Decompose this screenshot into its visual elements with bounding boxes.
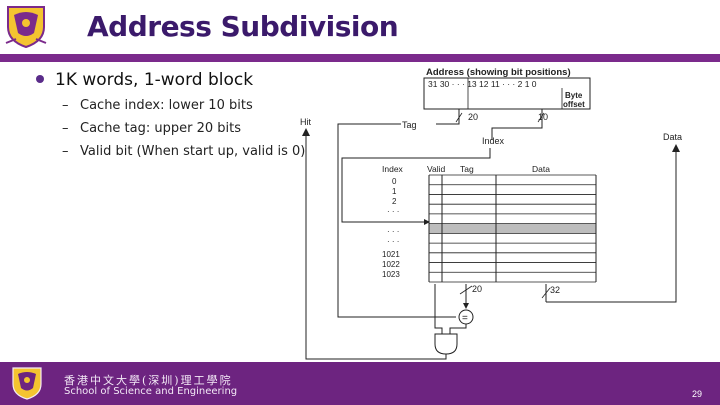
- address-label: Address (showing bit positions): [426, 67, 571, 78]
- table-header-data: Data: [532, 164, 550, 174]
- sub-bullet-index: –Cache index: lower 10 bits: [62, 98, 253, 113]
- header-divider: [0, 54, 720, 62]
- svg-text:offset: offset: [563, 100, 585, 109]
- hit-label: Hit: [300, 117, 311, 127]
- university-logo-icon: [5, 6, 47, 49]
- index-label: Index: [482, 136, 505, 146]
- compare-width-label: 20: [472, 284, 482, 294]
- tag-width-label: 20: [468, 112, 478, 122]
- sub-bullet-tag: –Cache tag: upper 20 bits: [62, 121, 242, 136]
- address-box: [423, 77, 591, 110]
- row-index: 1: [392, 187, 397, 196]
- page-number: 29: [691, 389, 702, 399]
- row-index: 2: [392, 197, 397, 206]
- data-output-label: Data: [663, 132, 682, 142]
- index-width-label: 10: [538, 112, 548, 122]
- row-index: 1021: [382, 250, 400, 259]
- highlighted-row: [429, 223, 596, 234]
- bullet-dot-icon: [36, 75, 44, 83]
- row-index: 0: [392, 177, 397, 186]
- footer-chinese-name: 香港中文大學(深圳)理工學院: [64, 374, 233, 387]
- bit-positions: 31 30 · · · 13 12 11 · · · 2 1 0: [428, 79, 537, 89]
- row-index: · · ·: [387, 227, 399, 236]
- sub-bullet-valid: –Valid bit (When start up, valid is 0): [62, 144, 306, 159]
- cache-table: [428, 174, 597, 283]
- and-gate: [434, 333, 458, 355]
- tag-label: Tag: [402, 120, 417, 130]
- main-bullet-text: 1K words, 1-word block: [55, 70, 254, 90]
- byte-offset-label: Byte: [565, 91, 583, 100]
- footer-english-name: School of Science and Engineering: [64, 386, 238, 397]
- data-width-label: 32: [550, 285, 560, 295]
- main-bullet: 1K words, 1-word block: [36, 70, 253, 90]
- row-index: · · ·: [387, 207, 399, 216]
- row-index: 1023: [382, 270, 400, 279]
- comparator-equals: =: [462, 313, 468, 324]
- footer-logo-icon: [12, 367, 42, 400]
- footer-bar: 香港中文大學(深圳)理工學院 School of Science and Eng…: [0, 362, 720, 405]
- row-index: · · ·: [387, 237, 399, 246]
- table-header-index: Index: [382, 164, 404, 174]
- row-index: 1022: [382, 260, 400, 269]
- table-header-tag: Tag: [460, 164, 474, 174]
- cache-diagram: Address (showing bit positions) 31 30 · …: [300, 67, 682, 360]
- page-title: Address Subdivision: [87, 10, 399, 43]
- table-header-valid: Valid: [427, 164, 446, 174]
